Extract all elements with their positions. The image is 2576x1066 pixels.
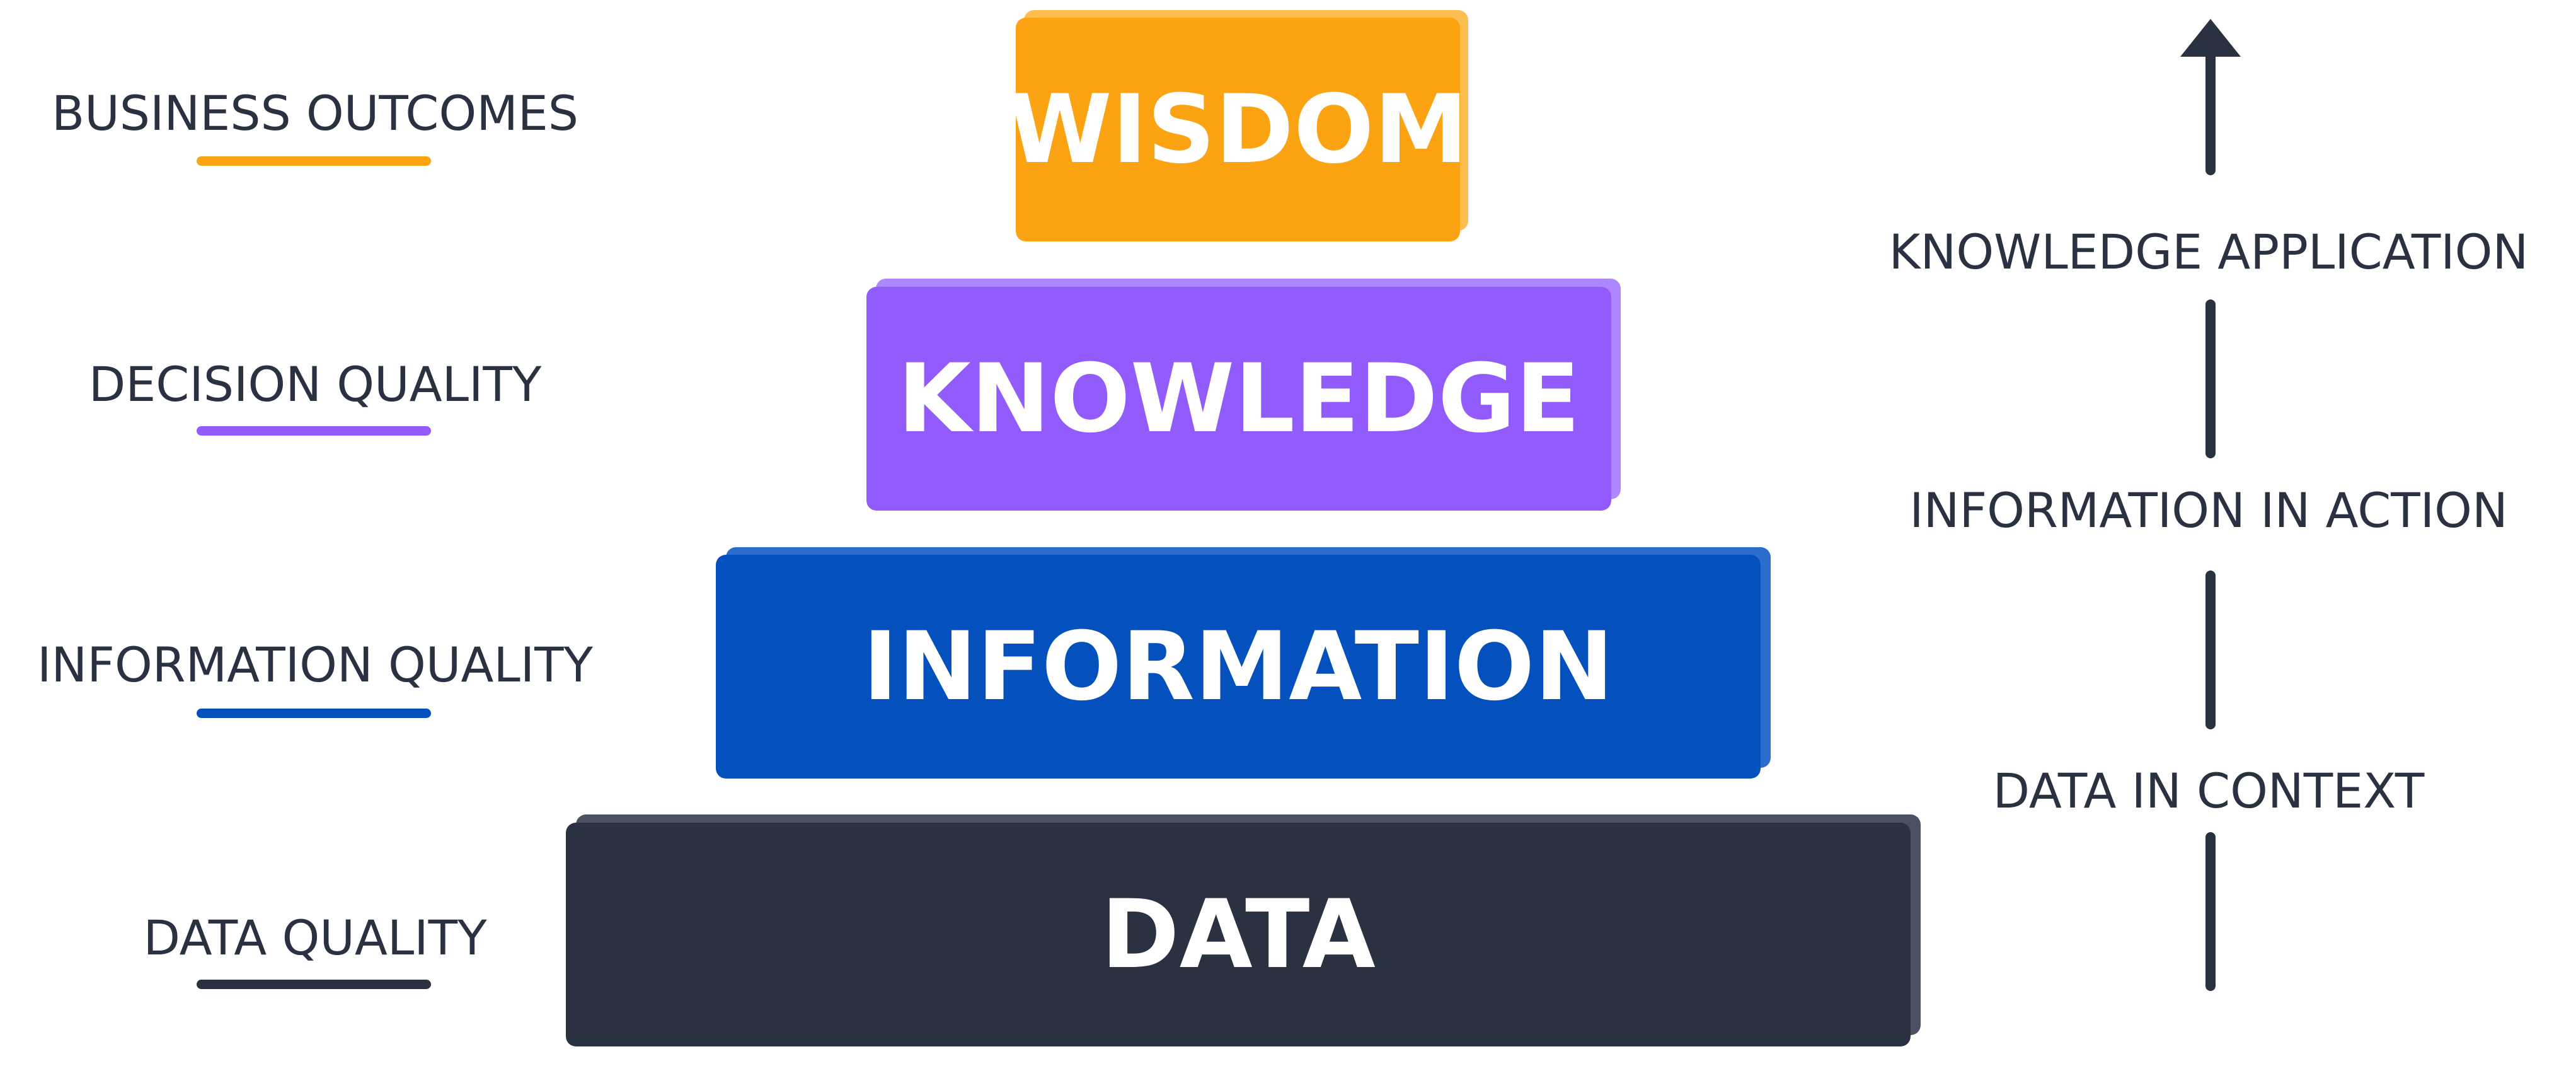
transition-label-knowledge-application: KNOWLEDGE APPLICATION <box>1889 224 2529 280</box>
outcome-underline-wisdom <box>197 156 431 166</box>
outcome-label-information-quality: INFORMATION QUALITY <box>37 637 593 693</box>
arrow-line-top <box>2205 50 2216 175</box>
arrow-line-bottom <box>2205 832 2216 991</box>
arrow-up-icon <box>2180 19 2241 57</box>
arrow-line-upper <box>2205 299 2216 458</box>
transition-label-information-in-action: INFORMATION IN ACTION <box>1909 482 2508 538</box>
outcome-underline-information <box>197 709 431 718</box>
data-block: DATA <box>566 823 1911 1046</box>
outcome-underline-knowledge <box>197 426 431 436</box>
arrow-line-middle <box>2205 571 2216 729</box>
transition-label-data-in-context: DATA IN CONTEXT <box>1992 763 2425 819</box>
outcome-label-decision-quality: DECISION QUALITY <box>88 356 542 412</box>
outcome-label-business-outcomes: BUSINESS OUTCOMES <box>51 85 579 141</box>
knowledge-block: KNOWLEDGE <box>866 287 1611 511</box>
outcome-label-data-quality: DATA QUALITY <box>143 910 487 966</box>
wisdom-block: WISDOM <box>1008 18 1468 241</box>
information-block: INFORMATION <box>716 555 1761 779</box>
outcome-underline-data <box>197 980 431 989</box>
